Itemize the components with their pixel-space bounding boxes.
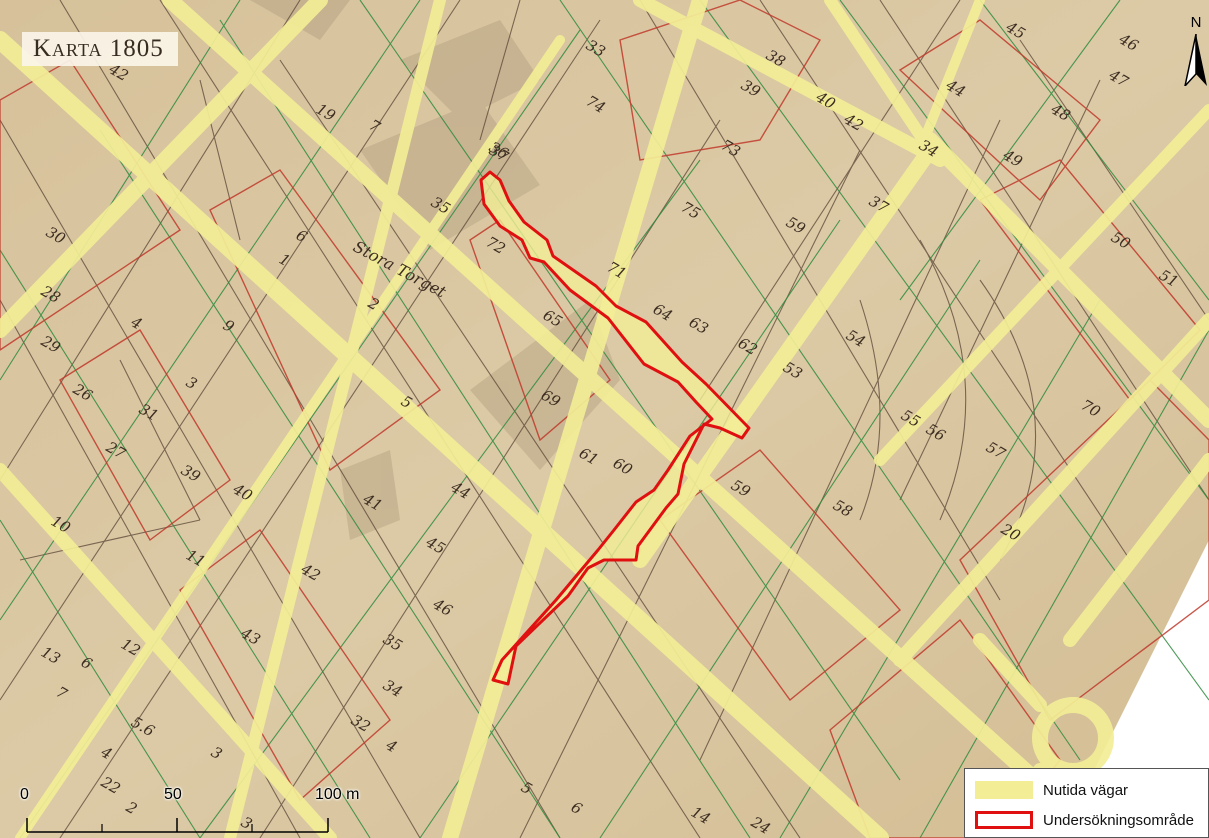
legend-label-roads: Nutida vägar bbox=[1043, 781, 1129, 799]
scale-bar: 0 50 100 m bbox=[0, 782, 400, 838]
legend-swatch-roads bbox=[975, 781, 1033, 799]
scale-bar-ticks bbox=[26, 818, 329, 833]
scale-label-100: 100 m bbox=[315, 786, 360, 803]
map-title: Karta 1805 bbox=[22, 32, 178, 66]
scale-label-50: 50 bbox=[164, 786, 182, 803]
north-arrow-icon bbox=[1184, 34, 1207, 86]
legend-label-survey-area: Undersökningsområde bbox=[1043, 811, 1194, 829]
legend-item-survey-area: Undersökningsområde bbox=[965, 807, 1209, 833]
legend-item-roads: Nutida vägar bbox=[965, 777, 1209, 803]
legend-swatch-survey-area bbox=[975, 811, 1033, 829]
map-legend: Nutida vägar Undersökningsområde bbox=[964, 768, 1209, 838]
north-label: N bbox=[1190, 14, 1202, 31]
survey-area-outline[interactable] bbox=[479, 170, 751, 686]
north-arrow: N bbox=[1183, 14, 1209, 88]
scale-label-0: 0 bbox=[20, 786, 29, 803]
